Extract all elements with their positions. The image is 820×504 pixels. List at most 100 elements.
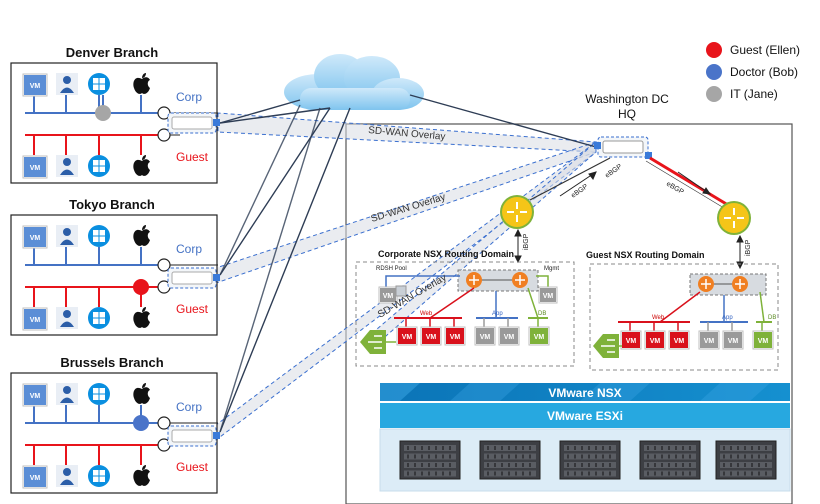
server-icon	[479, 440, 541, 480]
mgmt-label: Mgmt	[544, 266, 559, 272]
legend-swatch	[706, 86, 722, 102]
guest-tier-vm-2[interactable]: VM	[668, 330, 690, 350]
server-icon	[399, 440, 461, 480]
apple-icon	[133, 383, 150, 404]
apple-icon	[133, 225, 150, 246]
windows-icon	[88, 383, 110, 405]
hq-frame	[345, 123, 793, 504]
corp-tier-vm-3-label: VM	[480, 334, 491, 341]
hq-title-line2: HQ	[618, 107, 636, 121]
hq-router-links	[529, 156, 729, 209]
guest-label: Guest	[176, 150, 209, 164]
branch-corp-vm-label: VM	[30, 235, 41, 242]
branch-edge-device[interactable]	[167, 112, 220, 134]
corp-tier-vm-1[interactable]: VM	[420, 326, 442, 346]
legend-swatch	[706, 64, 722, 80]
corp-label: Corp	[176, 242, 202, 256]
corp-domain-title: Corporate NSX Routing Domain	[378, 249, 514, 259]
corp-app-label: App	[492, 311, 503, 317]
branch-title: Denver Branch	[66, 45, 159, 60]
windows-icon	[88, 465, 110, 487]
user-endpoint	[95, 105, 111, 121]
corp-tier-vm-2[interactable]: VM	[444, 326, 466, 346]
branch-guest-vm-label: VM	[30, 317, 41, 324]
corp-tier-vm-0[interactable]: VM	[396, 326, 418, 346]
legend-label: Doctor (Bob)	[730, 65, 798, 79]
internet-cloud-icon	[284, 54, 424, 110]
corp-label: Corp	[176, 400, 202, 414]
guest-tier-vm-1-label: VM	[650, 338, 661, 345]
branch-title: Tokyo Branch	[69, 197, 155, 212]
guest-tier-vm-4[interactable]: VM	[722, 330, 744, 350]
vmware-nsx-bar	[380, 383, 790, 401]
hq-title-line1: Washington DC	[585, 92, 669, 106]
branch-corp-vm-label: VM	[30, 83, 41, 90]
corp-web-label: Web	[420, 311, 433, 317]
mgmt-vm-label: VM	[543, 293, 554, 300]
apple-icon	[133, 155, 150, 176]
corp-db-label: DB	[538, 311, 546, 317]
branch-edge-device[interactable]	[167, 425, 220, 447]
guest-tier-vm-5[interactable]: VM	[752, 330, 774, 350]
user-endpoint	[133, 279, 149, 295]
user-endpoint	[133, 415, 149, 431]
windows-icon	[88, 307, 110, 329]
ebgp-label-2: eBGP	[604, 163, 624, 180]
guest-tier-vm-2-label: VM	[674, 338, 685, 345]
guest-app-label: App	[722, 315, 733, 321]
branch-guest-vm[interactable]: VM	[22, 155, 48, 179]
branch-guest-vm-label: VM	[30, 165, 41, 172]
mgmt-vm[interactable]: VM	[538, 286, 558, 304]
corp-label: Corp	[176, 90, 202, 104]
guest-load-balancer-icon[interactable]	[593, 334, 619, 358]
corp-tier-vm-1-label: VM	[426, 334, 437, 341]
branch-guest-vm[interactable]: VM	[22, 465, 48, 489]
corp-dlr-icon-2[interactable]	[512, 272, 528, 288]
guest-router-icon[interactable]	[717, 201, 751, 235]
branch-corp-vm-label: VM	[30, 393, 41, 400]
legend-label: Guest (Ellen)	[730, 43, 800, 57]
branch-corp-vm[interactable]: VM	[22, 225, 48, 249]
apple-icon	[133, 307, 150, 328]
user-icon	[56, 155, 78, 177]
guest-tier-vm-3[interactable]: VM	[698, 330, 720, 350]
corp-tier-vm-5[interactable]: VM	[528, 326, 550, 346]
branch-corp-vm[interactable]: VM	[22, 73, 48, 97]
guest-domain-title: Guest NSX Routing Domain	[586, 250, 705, 260]
rdsh-pool-label: RDSH Pool	[376, 266, 407, 272]
corp-tier-vm-0-label: VM	[402, 334, 413, 341]
user-icon	[56, 73, 78, 95]
corp-tier-vm-4[interactable]: VM	[498, 326, 520, 346]
corp-tier-vm-3[interactable]: VM	[474, 326, 496, 346]
rdsh-vm-label: VM	[383, 293, 394, 300]
corp-dlr-icon-1[interactable]	[466, 272, 482, 288]
hq-edge-device[interactable]	[594, 136, 652, 159]
branch-corp-vm[interactable]: VM	[22, 383, 48, 407]
ibgp-label-1: iBGP	[523, 233, 530, 250]
branch-edge-device[interactable]	[167, 267, 220, 289]
user-icon	[56, 465, 78, 487]
guest-tier-vm-1[interactable]: VM	[644, 330, 666, 350]
corp-router-icon[interactable]	[500, 195, 534, 229]
server-icon	[559, 440, 621, 480]
apple-icon	[133, 465, 150, 486]
legend-swatch	[706, 42, 722, 58]
guest-tier-vm-5-label: VM	[758, 338, 769, 345]
windows-icon	[88, 155, 110, 177]
corp-load-balancer-icon[interactable]	[360, 330, 386, 354]
rdsh-vm[interactable]: VM	[378, 286, 398, 304]
user-icon	[56, 383, 78, 405]
guest-tier-vm-0[interactable]: VM	[620, 330, 642, 350]
guest-dlr-icon-2[interactable]	[732, 276, 748, 292]
guest-dlr-icon-1[interactable]	[698, 276, 714, 292]
user-icon	[56, 225, 78, 247]
ebgp-label-1: eBGP	[570, 183, 590, 200]
guest-tier-vm-0-label: VM	[626, 338, 637, 345]
wan-links	[219, 94, 597, 433]
guest-label: Guest	[176, 460, 209, 474]
branch-guest-vm[interactable]: VM	[22, 307, 48, 331]
vmware-nsx-label: VMware NSX	[548, 386, 621, 400]
